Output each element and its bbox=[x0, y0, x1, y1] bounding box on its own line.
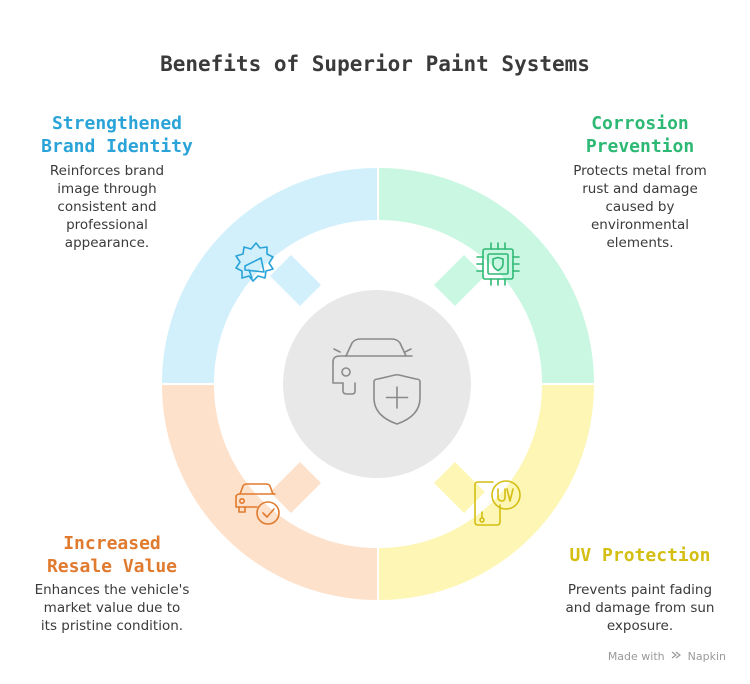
chip-shield-icon bbox=[476, 242, 520, 286]
quadrant-uv-connector bbox=[434, 462, 485, 513]
brand-description-line: Reinforces brand bbox=[49, 163, 165, 179]
made-with-footer: Made with Napkin bbox=[608, 650, 726, 663]
brand-description-line: professional bbox=[66, 217, 148, 233]
corrosion-heading-line: Prevention bbox=[585, 136, 695, 157]
resale-description-line: Enhances the vehicle's bbox=[34, 582, 190, 598]
quadrant-corrosion-connector bbox=[434, 255, 485, 306]
center-hub bbox=[283, 290, 471, 478]
resale-description-line: market value due to bbox=[43, 600, 181, 616]
corrosion-description: Protects metal from rust and damage caus… bbox=[545, 162, 735, 252]
resale-description: Enhances the vehicle's market value due … bbox=[12, 581, 212, 635]
uv-heading-line: UV Protection bbox=[569, 545, 711, 566]
corrosion-description-line: caused by bbox=[605, 199, 675, 215]
quadrant-resale-segment bbox=[162, 385, 377, 600]
corrosion-description-line: rust and damage bbox=[582, 181, 698, 197]
quadrant-brand-connector bbox=[270, 255, 321, 306]
quadrant-uv-segment bbox=[379, 385, 594, 600]
napkin-logo-icon bbox=[671, 651, 682, 659]
brand-heading: Strengthened Brand Identity bbox=[22, 112, 212, 158]
brand-heading-line: Strengthened bbox=[51, 113, 183, 134]
resale-heading-line: Increased bbox=[63, 533, 161, 554]
uv-description-line: Prevents paint fading bbox=[567, 582, 713, 598]
quadrant-corrosion-segment bbox=[379, 168, 594, 383]
made-with-text: Made with bbox=[607, 650, 665, 663]
car-check-icon bbox=[235, 483, 280, 525]
corrosion-description-line: elements. bbox=[606, 235, 674, 251]
car-shield-plus-icon bbox=[332, 338, 421, 425]
quadrant-brand-segment bbox=[162, 168, 377, 383]
brand-description-line: consistent and bbox=[57, 199, 157, 215]
resale-heading-line: Resale Value bbox=[46, 556, 178, 577]
napkin-brand-text: Napkin bbox=[687, 650, 726, 663]
corrosion-heading: Corrosion Prevention bbox=[545, 112, 735, 158]
uv-device-icon bbox=[474, 480, 521, 526]
corrosion-heading-line: Corrosion bbox=[591, 113, 689, 134]
uv-description: Prevents paint fading and damage from su… bbox=[545, 581, 735, 635]
corrosion-description-line: environmental bbox=[590, 217, 689, 233]
resale-heading: Increased Resale Value bbox=[12, 532, 212, 578]
quadrant-resale-connector bbox=[270, 462, 321, 513]
megaphone-badge-icon bbox=[235, 242, 274, 282]
uv-heading: UV Protection bbox=[545, 544, 735, 567]
brand-description: Reinforces brand image through consisten… bbox=[12, 162, 202, 252]
page-title: Benefits of Superior Paint Systems bbox=[160, 52, 590, 76]
uv-description-line: and damage from sun bbox=[565, 600, 715, 616]
uv-description-line: exposure. bbox=[606, 618, 674, 634]
brand-description-line: image through bbox=[57, 181, 157, 197]
brand-heading-line: Brand Identity bbox=[41, 136, 193, 157]
resale-description-line: its pristine condition. bbox=[40, 618, 184, 634]
corrosion-description-line: Protects metal from bbox=[573, 163, 707, 179]
brand-description-line: appearance. bbox=[64, 235, 150, 251]
